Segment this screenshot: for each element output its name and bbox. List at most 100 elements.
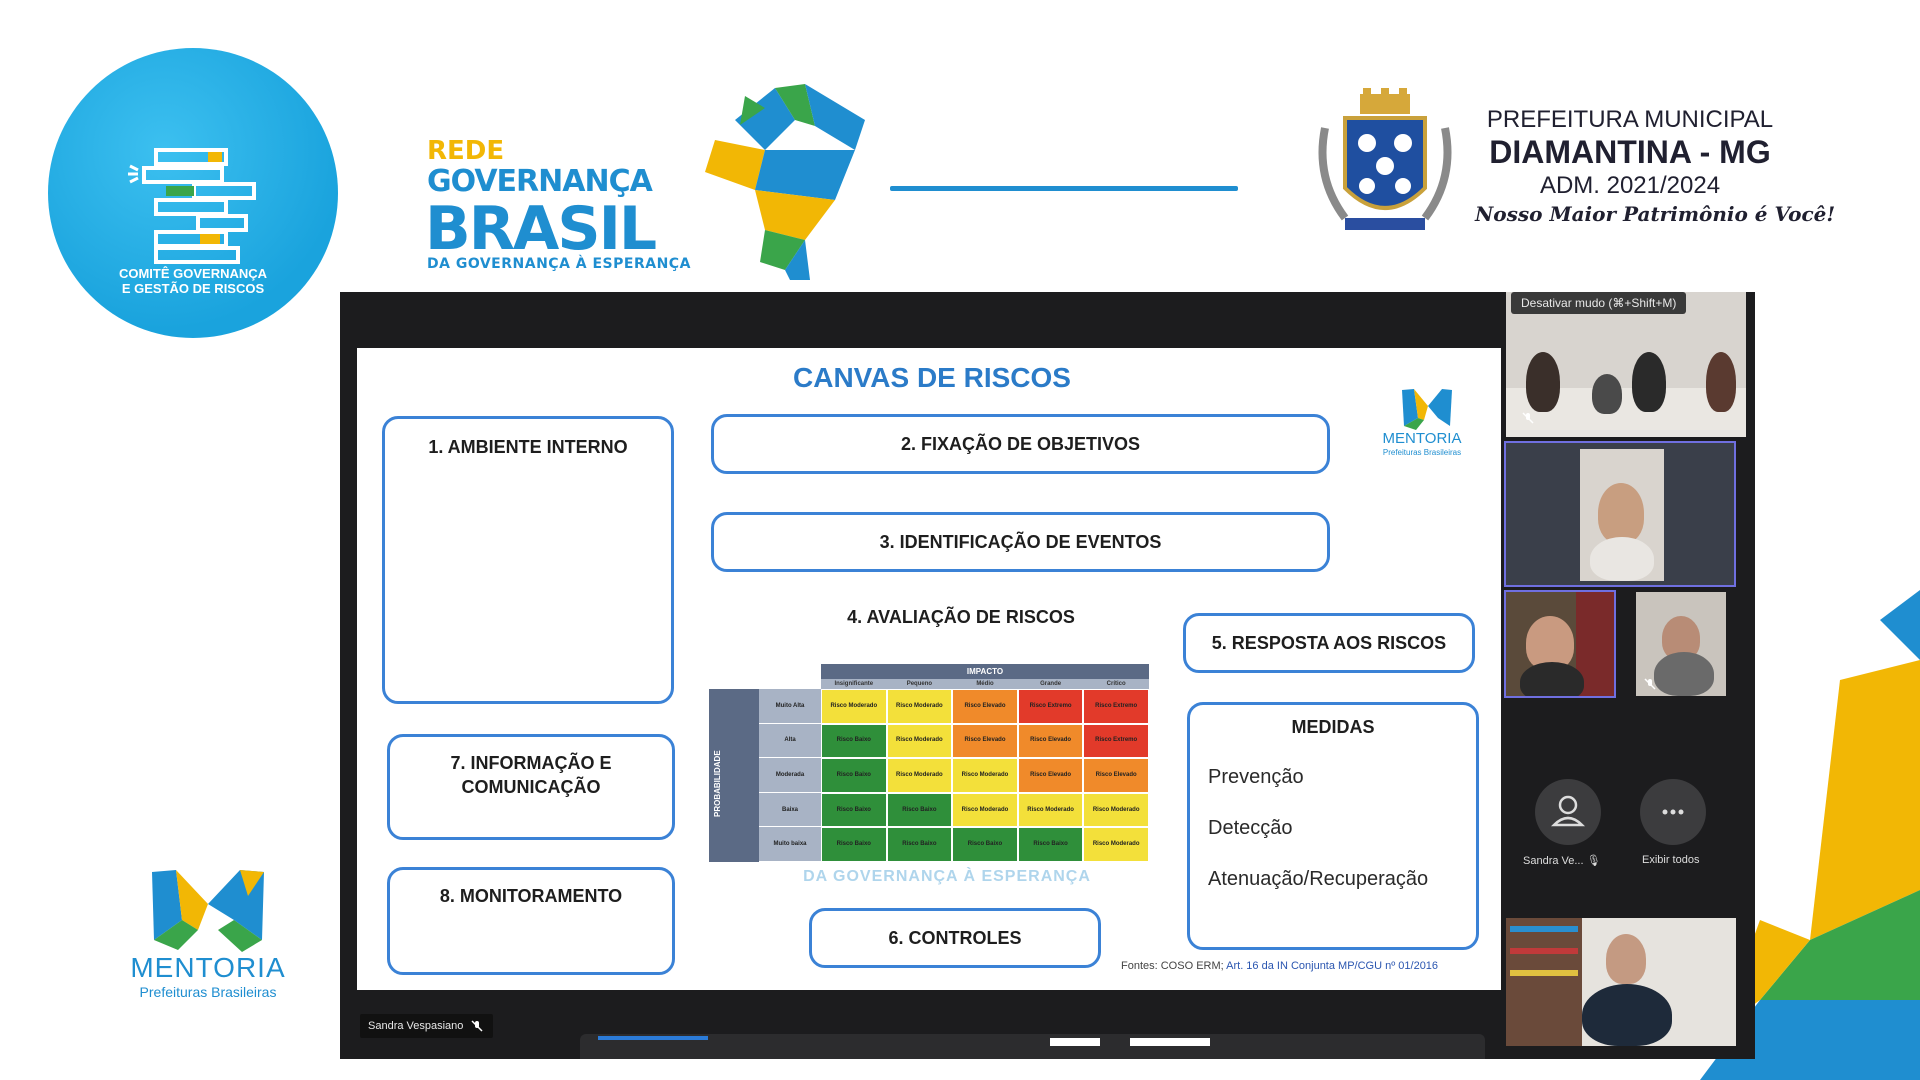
book-row: [1510, 948, 1578, 954]
participant-avatar-button[interactable]: [1535, 779, 1601, 845]
resposta-riscos-box: 5. RESPOSTA AOS RISCOS: [1183, 613, 1475, 673]
risk-cell: Risco Moderado: [1017, 792, 1084, 828]
fixacao-objetivos-box: 2. FIXAÇÃO DE OBJETIVOS: [711, 414, 1330, 474]
prefeitura-logo: PREFEITURA MUNICIPAL DIAMANTINA - MG ADM…: [1305, 88, 1885, 248]
probability-row-header: Alta: [759, 723, 821, 759]
participant-tile-4[interactable]: [1636, 592, 1726, 696]
mentoria-m-icon: [152, 870, 264, 952]
toolbar-indicator: [598, 1036, 708, 1040]
risk-cell: Risco Elevado: [1017, 758, 1084, 793]
show-all-label: Exibir todos: [1642, 854, 1700, 866]
monitoramento-box: 8. MONITORAMENTO: [387, 867, 675, 975]
identificacao-eventos-box: 3. IDENTIFICAÇÃO DE EVENTOS: [711, 512, 1330, 572]
comite-governanca-logo: COMITÊ GOVERNANÇA E GESTÃO DE RISCOS: [48, 48, 338, 338]
impact-column-header: Crítico: [1083, 679, 1149, 689]
participant-tile-room[interactable]: [1506, 292, 1746, 437]
slide-title: CANVAS DE RISCOS: [793, 362, 1071, 393]
risk-cell: Risco Baixo: [821, 758, 887, 793]
impact-header: IMPACTO: [821, 664, 1149, 679]
risk-cell: Risco Baixo: [821, 723, 887, 759]
participant-figure: [1706, 352, 1736, 412]
participant-name: Sandra Ve...: [1523, 855, 1584, 867]
box7-label-line1: 7. INFORMAÇÃO E: [450, 753, 612, 773]
box5-label: 5. RESPOSTA AOS RISCOS: [1211, 633, 1447, 653]
participant-figure: [1526, 352, 1560, 412]
risk-cell: Risco Elevado: [952, 689, 1018, 724]
participant-body: [1654, 652, 1714, 696]
prefeitura-line2: DIAMANTINA - MG: [1489, 134, 1771, 170]
probability-label: PROBABILIDADE: [713, 750, 722, 817]
risk-cell: Risco Moderado: [1083, 792, 1149, 828]
show-all-button[interactable]: [1640, 779, 1706, 845]
box2-label: 2. FIXAÇÃO DE OBJETIVOS: [900, 434, 1141, 454]
avaliacao-riscos-title: 4. AVALIAÇÃO DE RISCOS: [847, 607, 1075, 627]
risk-cell: Risco Elevado: [1017, 723, 1084, 759]
presenter-name: Sandra Vespasiano: [368, 1020, 464, 1032]
box8-label: 8. MONITORAMENTO: [439, 886, 623, 906]
mentoria-name: MENTORIA: [130, 952, 286, 983]
box6-label: 6. CONTROLES: [888, 928, 1022, 948]
risk-cell: Risco Baixo: [821, 792, 887, 828]
rede-governanca-logo: REDE GOVERNANÇA BRASIL DA GOVERNANÇA À E…: [425, 80, 885, 280]
mentoria-logo: MENTORIA Prefeituras Brasileiras: [118, 860, 298, 1000]
probability-row-header: Muito Alta: [759, 689, 821, 724]
mic-muted-icon: 🎙: [1586, 855, 1601, 867]
slide-mentoria-logo: MENTORIA Prefeituras Brasileiras: [1372, 386, 1472, 457]
medidas-title: MEDIDAS: [1291, 717, 1375, 737]
risk-cell: Risco Baixo: [952, 827, 1018, 862]
video-meeting-window: CANVAS DE RISCOS MENTORIA Prefeituras Br…: [340, 292, 1755, 1059]
prefeitura-slogan: Nosso Maior Patrimônio é Você!: [1475, 202, 1836, 226]
presenter-name-tag: Sandra Vespasiano: [360, 1014, 494, 1038]
mic-muted-icon: [1644, 678, 1656, 690]
probability-row-header: Moderada: [759, 758, 821, 793]
participant-tile-speaker[interactable]: [1504, 441, 1736, 587]
risk-cell: Risco Moderado: [886, 689, 953, 724]
box3-label: 3. IDENTIFICAÇÃO DE EVENTOS: [879, 532, 1162, 552]
slide-watermark: DA GOVERNANÇA À ESPERANÇA: [803, 868, 1091, 885]
coat-of-arms-icon: [1318, 88, 1452, 230]
risk-cell: Risco Moderado: [886, 723, 953, 759]
ambiente-interno-box: 1. AMBIENTE INTERNO: [382, 416, 674, 704]
box1-label: 1. AMBIENTE INTERNO: [428, 437, 628, 457]
risk-cell: Risco Baixo: [821, 827, 887, 862]
risk-cell: Risco Moderado: [821, 689, 887, 724]
toolbar-thumbnail[interactable]: [1130, 1038, 1210, 1046]
prefeitura-line1: PREFEITURA MUNICIPAL: [1486, 106, 1774, 133]
medidas-box: MEDIDAS Prevenção Detecção Atenuação/Rec…: [1187, 702, 1479, 950]
shared-slide: CANVAS DE RISCOS MENTORIA Prefeituras Br…: [357, 348, 1501, 990]
risk-cell: Risco Elevado: [952, 723, 1018, 759]
prefeitura-line3: ADM. 2021/2024: [1539, 172, 1721, 199]
risk-cell: Risco Moderado: [952, 792, 1018, 828]
impact-column-header: Médio: [952, 679, 1018, 689]
impact-column-header: Pequeno: [886, 679, 953, 689]
controles-box: 6. CONTROLES: [809, 908, 1101, 968]
mentoria-subtitle: Prefeituras Brasileiras: [139, 984, 277, 1000]
more-dots-icon: [1662, 809, 1684, 815]
participant-name-label: Sandra Ve... 🎙: [1523, 854, 1601, 867]
participant-face: [1606, 934, 1646, 984]
participant-figure: [1592, 374, 1622, 414]
sources-link[interactable]: Art. 16 da IN Conjunta MP/CGU nº 01/2016: [1226, 960, 1439, 972]
medida-atenuacao: Atenuação/Recuperação: [1208, 868, 1429, 890]
probability-header: PROBABILIDADE: [709, 689, 759, 862]
user-avatar-icon: [1550, 795, 1586, 827]
participant-tile-3[interactable]: [1504, 590, 1616, 698]
meeting-toolbar[interactable]: [580, 1034, 1485, 1059]
box7-label-line2: COMUNICAÇÃO: [461, 777, 601, 797]
mentoria-m-icon: [1402, 389, 1452, 430]
participant-tile-5[interactable]: [1506, 918, 1736, 1046]
slide-logo-subtitle: Prefeituras Brasileiras: [1382, 448, 1462, 457]
medida-prevencao: Prevenção: [1208, 766, 1304, 788]
comite-line2: E GESTÃO DE RISCOS: [121, 281, 265, 296]
probability-row-header: Muito baixa: [759, 827, 821, 862]
risk-cell: Risco Moderado: [952, 758, 1018, 793]
toolbar-thumbnail[interactable]: [1050, 1038, 1100, 1046]
participant-figure: [1632, 352, 1666, 412]
book-row: [1510, 970, 1578, 976]
stacked-blocks-icon: [128, 148, 256, 264]
unmute-tooltip: Desativar mudo (⌘+Shift+M): [1511, 292, 1687, 314]
participant-face: [1526, 616, 1574, 670]
participant-body: [1582, 984, 1672, 1046]
